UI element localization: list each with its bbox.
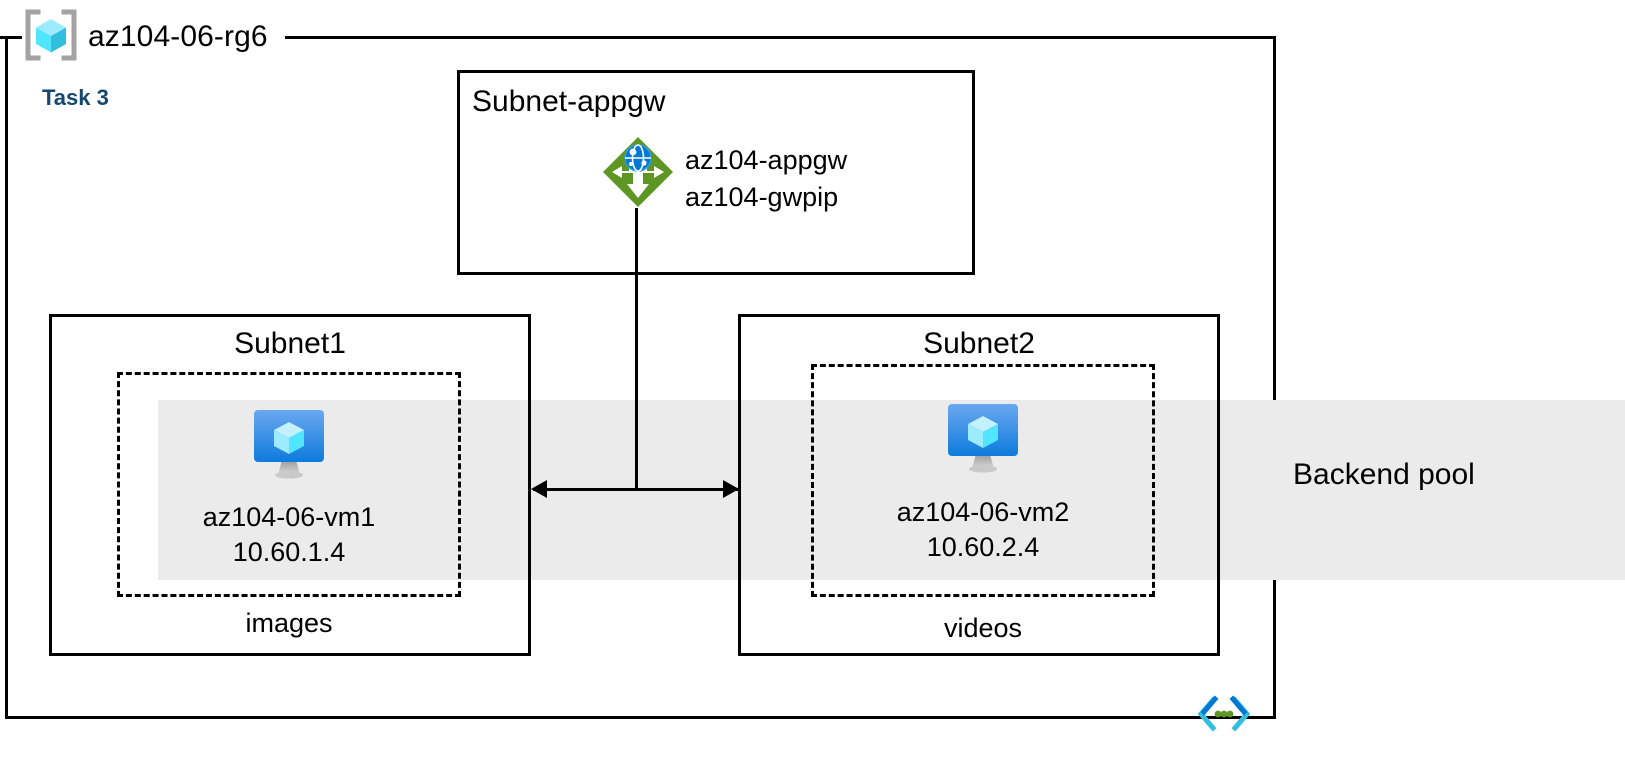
rg-border-bottom — [5, 716, 1276, 719]
subnet2-storage-label: videos — [943, 613, 1023, 643]
subnet2-title: Subnet2 — [923, 327, 1035, 360]
resource-group-cube-icon — [22, 8, 80, 62]
rg-border-top-stub — [0, 36, 22, 39]
subnet2-vm-name: az104-06-vm2 — [896, 497, 1070, 527]
subnet1-box — [49, 314, 531, 656]
rg-border-left — [5, 36, 8, 719]
backend-horizontal-connector — [533, 488, 739, 491]
resource-group-title: az104-06-rg6 — [88, 20, 268, 53]
backend-pool-label: Backend pool — [1293, 458, 1475, 491]
connector-arrowhead-right — [723, 480, 739, 498]
subnet2-box — [738, 314, 1220, 656]
virtual-machine-icon — [246, 404, 332, 482]
subnet1-storage-label: images — [245, 608, 333, 638]
subnet1-storage-boundary — [117, 372, 461, 597]
appgw-resource-name: az104-appgw — [685, 145, 848, 175]
subnet-appgw-title: Subnet-appgw — [472, 85, 666, 118]
rg-border-right — [1273, 36, 1276, 719]
gwpip-resource-name: az104-gwpip — [685, 182, 839, 212]
appgw-vertical-connector — [635, 208, 638, 491]
connector-arrowhead-left — [531, 480, 547, 498]
virtual-machine-icon — [940, 398, 1026, 476]
subnet-appgw-box — [457, 70, 975, 275]
subnet2-storage-boundary — [811, 364, 1155, 597]
subnet1-vm-name: az104-06-vm1 — [202, 502, 376, 532]
backend-pool-band — [158, 400, 1625, 580]
application-gateway-icon — [600, 134, 676, 210]
rg-border-top — [285, 36, 1276, 39]
subnet1-vm-ip: 10.60.1.4 — [232, 537, 346, 567]
task-label: Task 3 — [42, 85, 109, 110]
subnet1-title: Subnet1 — [234, 327, 346, 360]
virtual-network-icon — [1193, 693, 1255, 735]
subnet2-vm-ip: 10.60.2.4 — [926, 532, 1040, 562]
